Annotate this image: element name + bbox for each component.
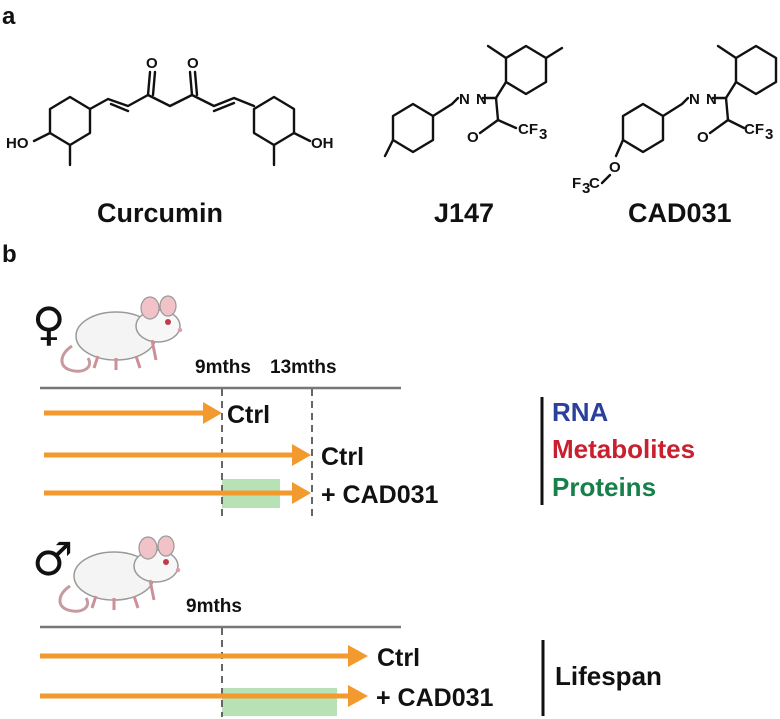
female-group-cad031: + CAD031 [321,481,439,509]
cad031-atom-cf: CF [744,121,764,138]
curcumin-atom-ho: HO [6,135,29,152]
male-time-label-9mths: 9mths [186,596,242,617]
female-symbol: ♀ [32,297,66,351]
j147-structure [383,44,564,158]
cad031-atom-ether-o: O [609,159,621,176]
curcumin-atom-o1: O [146,55,158,72]
readout-metabolites: Metabolites [552,434,695,464]
female-mouse-illustration [60,294,184,373]
compound-name-j147: J147 [434,198,494,228]
readout-rna: RNA [552,397,609,427]
cad031-atom-f3c-f: F [572,175,581,192]
cad031-atom-o: O [697,129,709,146]
j147-atom-cf-subscript: 3 [539,126,547,143]
male-arrow-ctrl [40,645,368,667]
j147-atom-o: O [467,129,479,146]
j147-atom-n1: N [459,91,470,108]
male-group-ctrl: Ctrl [377,644,420,672]
curcumin-atom-oh: OH [311,135,334,152]
readout-proteins: Proteins [552,472,656,502]
female-time-label-9mths: 9mths [195,357,251,378]
j147-atom-n2: N [476,91,487,108]
readout-lifespan: Lifespan [555,661,662,691]
male-arrow-cad031 [40,685,368,707]
female-time-label-13mths: 13mths [270,357,337,378]
j147-atom-cf: CF [518,121,538,138]
female-arrow-ctrl-13mths [44,444,311,466]
female-arrow-ctrl-9mths [44,402,222,424]
male-symbol: ♂ [32,532,73,586]
male-treatment-window [222,688,337,716]
compound-name-cad031: CAD031 [628,198,732,228]
compound-name-curcumin: Curcumin [97,198,223,228]
male-mouse-illustration [58,534,182,613]
curcumin-structure [32,70,312,167]
female-group-ctrl-13mths: Ctrl [321,443,364,471]
cad031-atom-cf-subscript: 3 [765,126,773,143]
female-group-ctrl-9mths: Ctrl [227,401,270,429]
panel-a-letter: a [2,3,16,30]
cad031-structure [614,44,778,158]
cad031-atom-f3c-c: C [589,175,600,192]
male-group-cad031: + CAD031 [376,684,494,712]
cad031-atom-n2: N [706,91,717,108]
cad031-atom-n1: N [689,91,700,108]
cad031-ether-bonds [600,173,612,185]
panel-b-letter: b [2,241,17,268]
female-arrow-cad031 [44,482,311,504]
curcumin-atom-o2: O [187,55,199,72]
cad031-atom-f3c-subscript: 3 [582,180,590,197]
